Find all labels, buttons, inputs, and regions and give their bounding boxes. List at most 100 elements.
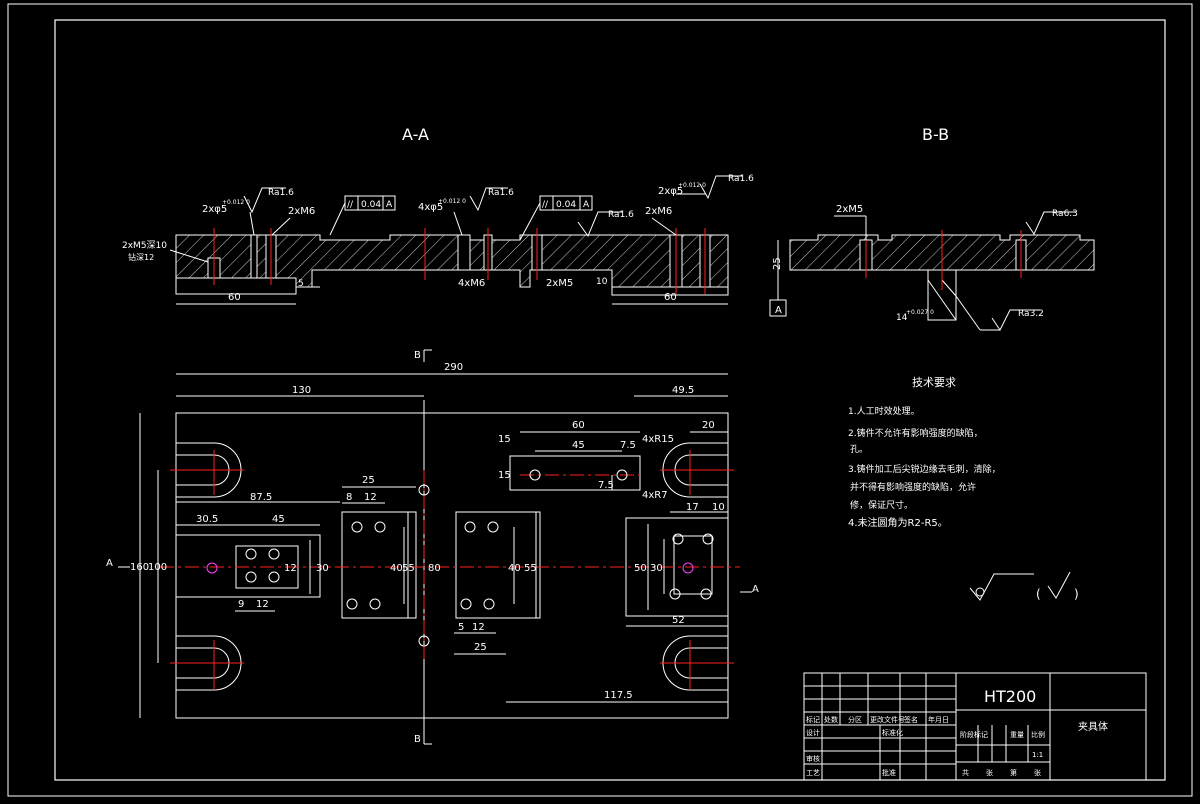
dim-5: 5 [458, 622, 464, 633]
roughness-3: Ra1.6 [608, 210, 634, 220]
dim-20: 20 [702, 420, 715, 431]
dim-130: 130 [292, 385, 311, 396]
header-sheet-2: 张 [1034, 768, 1041, 777]
callout-pin-3: 2xφ5 [658, 186, 683, 197]
section-aa-hole-2 [250, 234, 258, 279]
header-scale: 比例 [1031, 730, 1045, 739]
datum-box-a [769, 299, 787, 317]
dim-4xR15: 4xR15 [642, 434, 674, 445]
hole [245, 548, 257, 560]
note-2a: 2.铸件不允许有影响强度的缺陷， [848, 427, 983, 439]
dim-5: 5 [298, 279, 304, 289]
header-design: 设计 [806, 728, 820, 737]
header-sheet: 张 [986, 768, 993, 777]
roughness-paren-close: ) [1074, 587, 1079, 601]
section-aa-view [169, 175, 742, 305]
pad-right-inner [673, 535, 713, 595]
roughness-bottom: Ra3.2 [1018, 309, 1044, 319]
section-bb-title: B-B [922, 125, 949, 144]
note-3c: 修，保证尺寸。 [850, 499, 913, 511]
header-change: 更改文件号 [870, 715, 905, 724]
hole [460, 598, 472, 610]
cut-label-b-bottom: B [414, 734, 421, 745]
dim-160: 160 [130, 562, 149, 573]
hole [346, 598, 358, 610]
datum-a-bb: A [775, 305, 782, 316]
dim-9: 9 [238, 599, 244, 610]
hole [672, 533, 684, 545]
plan-view [118, 349, 752, 745]
header-approve: 批准 [882, 768, 896, 777]
section-bb-view [769, 211, 1095, 331]
dim-15b: 15 [498, 470, 511, 481]
header-mark: 标记 [806, 715, 820, 724]
technical-notes: 技术要求 1.人工时效处理。 2.铸件不允许有影响强度的缺陷， 孔。 3.铸件加… [848, 376, 1001, 529]
roughness-symbol [577, 211, 622, 238]
cut-label-a-left: A [106, 558, 113, 569]
hole [245, 571, 257, 583]
fcf-1-symbol: // [347, 200, 354, 210]
title-block [803, 672, 1147, 781]
material: HT200 [984, 687, 1036, 706]
roughness-symbol [469, 187, 508, 212]
dim-25b: 25 [474, 642, 487, 653]
roughness-circle [975, 587, 985, 597]
dim-7-5b: 7.5 [598, 480, 614, 491]
section-aa-body [175, 234, 729, 288]
callout-m5-left: 2xM5深10 [122, 240, 167, 251]
header-std: 标准化 [882, 728, 903, 737]
block-top [509, 455, 641, 491]
cut-label-a-right: A [752, 584, 759, 595]
leader [249, 211, 255, 236]
outer-border [7, 3, 1193, 797]
hole [702, 533, 714, 545]
callout-m6-1: 2xM6 [288, 206, 315, 217]
roughness-symbol [969, 573, 1034, 601]
callout-m6-2: 2xM6 [645, 206, 672, 217]
dim-12b: 12 [284, 563, 297, 574]
dim-8: 8 [346, 492, 352, 503]
hole [418, 484, 430, 496]
dim-45b: 45 [272, 514, 285, 525]
fcf-2-leader [519, 202, 541, 241]
section-aa-base-right [611, 286, 729, 296]
hole [487, 521, 499, 533]
dim-25a: 25 [362, 475, 375, 486]
hole [268, 548, 280, 560]
title-block-text: HT200 夹具体 1:1 标记 处数 分区 更改文件号 签名 年月日 设计 标… [806, 687, 1108, 777]
dim-25-bb: 25 [772, 257, 783, 270]
dim-60: 60 [572, 420, 585, 431]
header-review: 审核 [806, 754, 820, 763]
hole [374, 521, 386, 533]
fcf-2-datum: A [583, 200, 590, 210]
callout-pin-2: 4xφ5 [418, 202, 443, 213]
keyway-diagonal [941, 279, 957, 297]
roughness-2: Ra1.6 [488, 188, 514, 198]
dim-55a: 55 [402, 563, 415, 574]
dim-4xR7: 4xR7 [642, 490, 668, 501]
callout-m5-left-sub: 钻深12 [128, 252, 154, 262]
hole [669, 588, 681, 600]
slot-tolerance: +0.027 0 [906, 309, 934, 316]
dim-10: 10 [712, 502, 725, 513]
callout-pin-3-tol: +0.012 0 [678, 182, 706, 189]
header-sheet-no: 第 [1010, 768, 1017, 777]
leader [271, 217, 291, 236]
dim-117-5: 117.5 [604, 690, 633, 701]
dim-10: 10 [596, 277, 608, 287]
dim-12d: 12 [472, 622, 485, 633]
note-3b: 并不得有影响强度的缺陷，允许 [850, 481, 976, 493]
fcf-1-datum: A [386, 200, 393, 210]
dim-100: 100 [148, 562, 167, 573]
dim-49-5: 49.5 [672, 385, 694, 396]
roughness-symbol [699, 175, 742, 200]
header-stage: 阶段标记 [960, 730, 988, 739]
hole [700, 588, 712, 600]
hole [268, 571, 280, 583]
dim-30a: 30 [316, 563, 329, 574]
note-3a: 3.铸件加工后尖锐边缘去毛刺，清除， [848, 463, 1001, 475]
header-process: 工艺 [806, 769, 820, 777]
dim-40b: 40 [508, 563, 521, 574]
roughness-symbol [991, 309, 1040, 331]
